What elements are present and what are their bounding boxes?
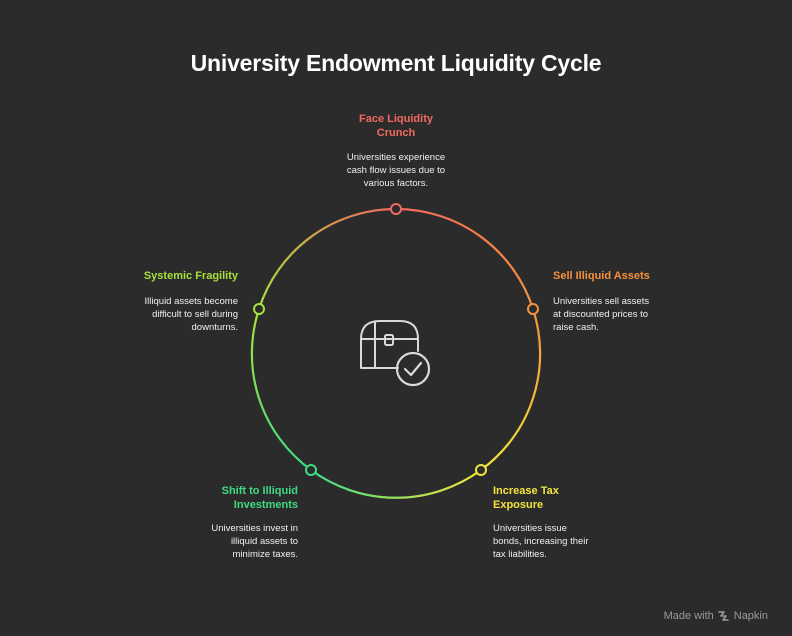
treasure-chest-check-icon <box>360 320 431 387</box>
step-desc-shift-to-illiquid-investments: Universities invest in illiquid assets t… <box>211 523 298 560</box>
step-desc-face-liquidity-crunch: Universities experience cash flow issues… <box>346 152 446 189</box>
step-desc-increase-tax-exposure: Universities issue bonds, increasing the… <box>493 523 589 560</box>
node-systemic-fragility <box>253 303 265 315</box>
node-sell-illiquid-assets <box>527 303 539 315</box>
cycle-arc-4 <box>250 308 312 471</box>
made-with-napkin-footer[interactable]: Made with Napkin <box>664 610 768 622</box>
cycle-arc-5 <box>257 207 397 310</box>
step-title-face-liquidity-crunch: Face Liquidity Crunch <box>359 113 433 139</box>
node-face-liquidity-crunch <box>390 203 402 215</box>
napkin-brand-label: Napkin <box>733 610 768 622</box>
step-desc-systemic-fragility: Illiquid assets become difficult to sell… <box>144 296 238 333</box>
step-title-sell-illiquid-assets: Sell Illiquid Assets <box>553 270 650 282</box>
made-with-label: Made with <box>663 610 714 622</box>
cycle-arc-3 <box>310 469 482 499</box>
step-desc-sell-illiquid-assets: Universities sell assets at discounted p… <box>553 296 650 333</box>
diagram-title: University Endowment Liquidity Cycle <box>190 50 602 76</box>
cycle-arc-2 <box>480 308 542 471</box>
step-title-systemic-fragility: Systemic Fragility <box>143 270 238 282</box>
node-increase-tax-exposure <box>475 464 487 476</box>
cycle-arc-1 <box>395 207 535 310</box>
node-shift-to-illiquid <box>305 464 317 476</box>
step-title-increase-tax-exposure: Increase Tax Exposure <box>493 485 559 511</box>
napkin-logo-icon <box>717 611 729 621</box>
step-title-shift-to-illiquid-investments: Shift to Illiquid Investments <box>221 485 298 511</box>
